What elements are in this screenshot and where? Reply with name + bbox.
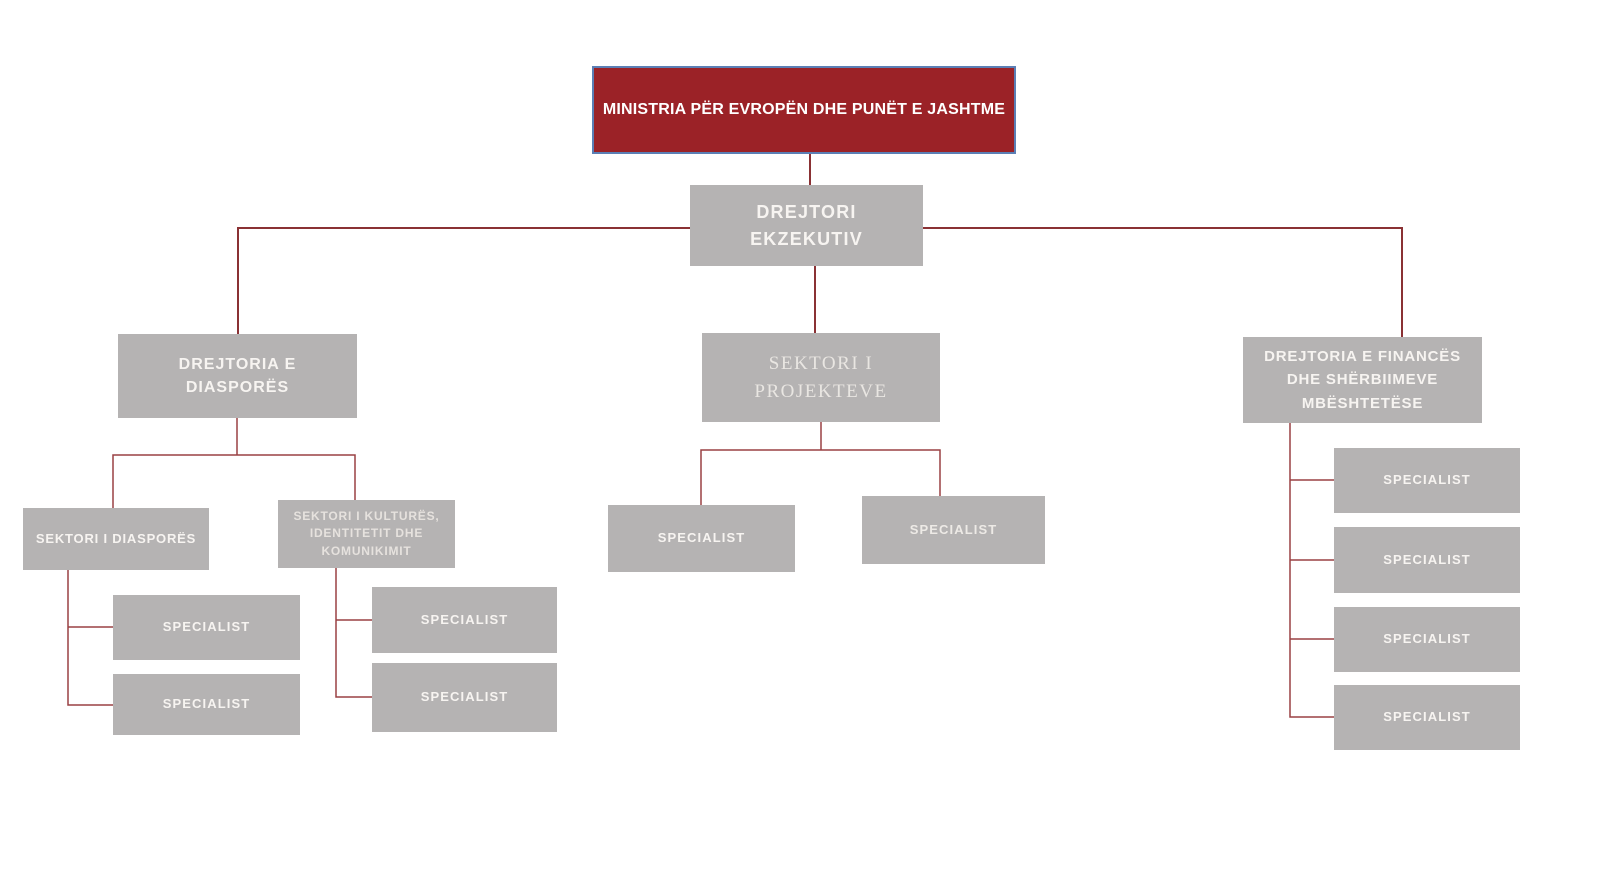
connector-diaspora-branch [112,418,356,508]
connector-finance-specialists [1289,423,1334,718]
node-specialist-diaspora-1: SPECIALIST [113,595,300,660]
connector-projects-specialists [700,422,941,505]
connector-diaspora-sector-specialists [67,570,113,706]
node-specialist-finance-3: SPECIALIST [1334,607,1520,672]
node-drejtori-ekzekutiv: DREJTORI EKZEKUTIV [690,185,923,266]
connector-culture-sector-specialists [335,568,372,698]
connector-executive-finance [923,227,1403,337]
node-drejtoria-e-diaspores: DREJTORIA E DIASPORËS [118,334,357,418]
connector-executive-diaspora [237,227,690,334]
node-specialist-projects-1: SPECIALIST [608,505,795,572]
node-specialist-culture-1: SPECIALIST [372,587,557,653]
node-sektori-i-kultures: SEKTORI I KULTURËS, IDENTITETIT DHE KOMU… [278,500,455,568]
node-ministria: MINISTRIA PËR EVROPËN DHE PUNËT E JASHTM… [592,66,1016,154]
node-specialist-finance-1: SPECIALIST [1334,448,1520,513]
node-sektori-i-projekteve: SEKTORI I PROJEKTEVE [702,333,940,422]
node-specialist-finance-2: SPECIALIST [1334,527,1520,593]
node-drejtoria-e-finances: DREJTORIA E FINANCËS DHE SHËRBIIMEVE MBË… [1243,337,1482,423]
node-specialist-culture-2: SPECIALIST [372,663,557,732]
node-sektori-i-diaspores: SEKTORI I DIASPORËS [23,508,209,570]
node-specialist-projects-2: SPECIALIST [862,496,1045,564]
node-specialist-diaspora-2: SPECIALIST [113,674,300,735]
node-specialist-finance-4: SPECIALIST [1334,685,1520,750]
